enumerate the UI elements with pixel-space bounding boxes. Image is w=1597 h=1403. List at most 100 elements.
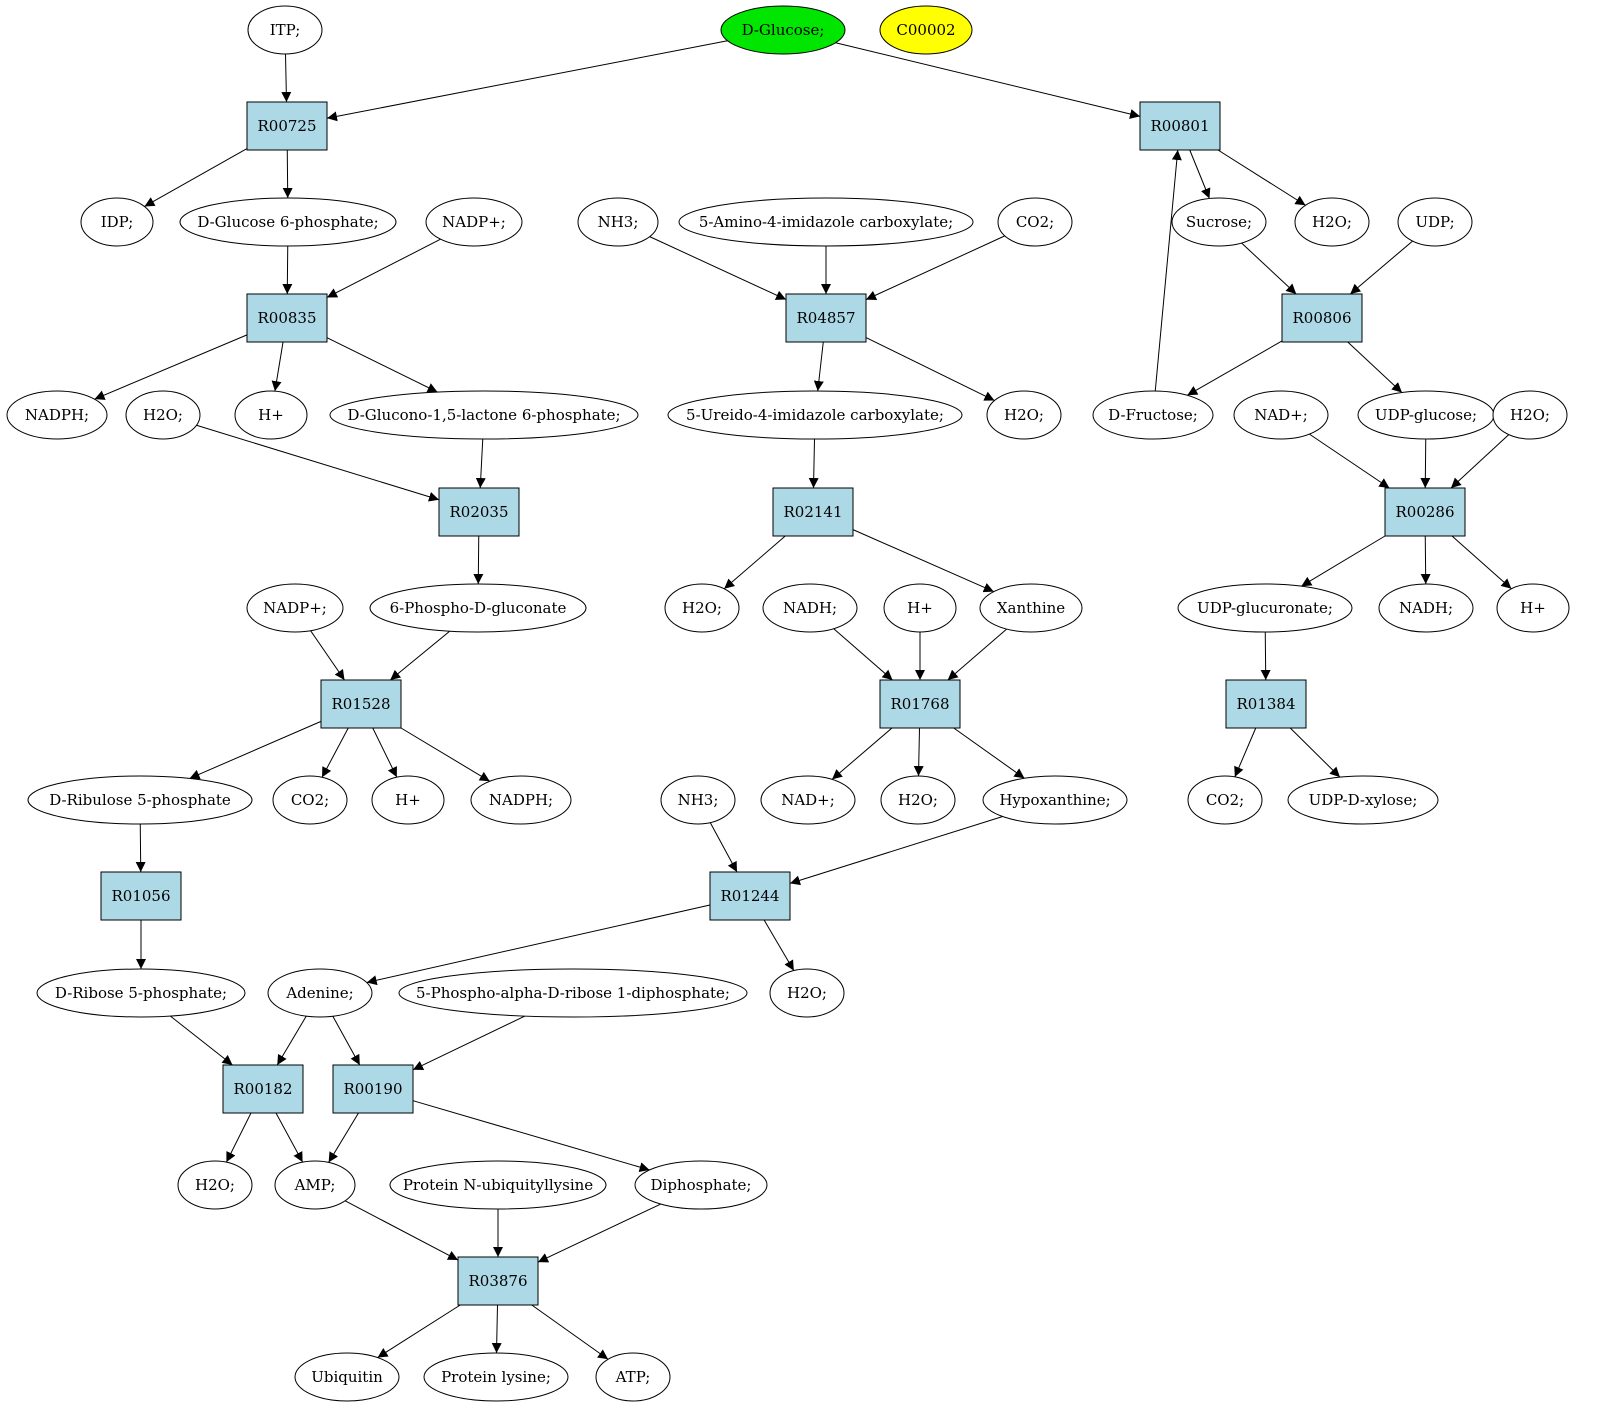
reaction-node-r-r01384[interactable]: R01384: [1225, 679, 1307, 729]
compound-node-c-ppi[interactable]: Diphosphate;: [634, 1160, 768, 1210]
compound-node-c-itp[interactable]: ITP;: [247, 5, 323, 55]
compound-node-c-nad2[interactable]: NAD+;: [760, 775, 856, 825]
compound-node-c-h2o-7[interactable]: H2O;: [769, 968, 845, 1018]
compound-node-c-co2-3[interactable]: CO2;: [1187, 775, 1263, 825]
node-label: D-Ribose 5-phosphate;: [55, 984, 227, 1002]
node-label: 6-Phospho-D-gluconate: [390, 599, 567, 617]
compound-ellipse: [1378, 583, 1474, 633]
node-label: R00190: [343, 1080, 402, 1098]
reaction-node-r-r01056[interactable]: R01056: [100, 871, 182, 921]
compound-node-c-co2-2[interactable]: CO2;: [272, 775, 348, 825]
compound-node-c-protubi[interactable]: Protein N-ubiquityllysine: [389, 1160, 607, 1210]
compound-node-c-udp[interactable]: UDP;: [1397, 197, 1473, 247]
compound-ellipse: [1492, 390, 1568, 440]
compound-ellipse: [389, 1160, 607, 1210]
compound-node-c-aica[interactable]: 5-Amino-4-imidazole carboxylate;: [678, 197, 974, 247]
compound-ellipse: [423, 1352, 569, 1402]
reaction-node-r-r00801[interactable]: R00801: [1139, 101, 1221, 151]
compound-node-c-amp[interactable]: AMP;: [274, 1160, 356, 1210]
edge-c-gl6p-to-r-r02035: [475, 438, 486, 489]
compound-node-c-xanthine[interactable]: Xanthine: [979, 583, 1083, 633]
node-label: NADH;: [783, 599, 837, 617]
reaction-node-r-r00190[interactable]: R00190: [332, 1064, 414, 1114]
reaction-node-r-r03876[interactable]: R03876: [457, 1256, 539, 1306]
compound-node-c-ru5p[interactable]: D-Ribulose 5-phosphate: [27, 775, 253, 825]
node-label: R01056: [111, 887, 170, 905]
compound-node-c-hplus4[interactable]: H+: [371, 775, 445, 825]
compound-node-c-udpglcu[interactable]: UDP-glucuronate;: [1177, 583, 1353, 633]
edge-c-h2o-2-to-r-r02035: [196, 424, 440, 502]
compound-node-c-h2o-3[interactable]: H2O;: [986, 390, 1062, 440]
node-label: R02141: [783, 503, 842, 521]
compound-node-c-udpglc[interactable]: UDP-glucose;: [1357, 390, 1495, 440]
compound-node-c-nadph2[interactable]: NADPH;: [470, 775, 572, 825]
compound-node-c-adenine[interactable]: Adenine;: [267, 968, 373, 1018]
node-label: H+: [395, 791, 421, 809]
node-label: Xanthine: [997, 599, 1065, 617]
compound-node-c-h2o-6[interactable]: H2O;: [880, 775, 956, 825]
compound-node-c-gl6p[interactable]: D-Glucono-1,5-lactone 6-phosphate;: [329, 390, 639, 440]
compound-node-c-uica[interactable]: 5-Ureido-4-imidazole carboxylate;: [667, 390, 963, 440]
reaction-node-r-r01768[interactable]: R01768: [879, 679, 961, 729]
reaction-node-r-r02141[interactable]: R02141: [772, 487, 854, 537]
compound-node-c-glucose[interactable]: D-Glucose;: [720, 5, 846, 55]
compound-node-c-hplus3[interactable]: H+: [1496, 583, 1570, 633]
compound-node-c-atp[interactable]: ATP;: [595, 1352, 671, 1402]
reaction-node-r-r01528[interactable]: R01528: [320, 679, 402, 729]
compound-node-c-g6p[interactable]: D-Glucose 6-phosphate;: [179, 197, 397, 247]
compound-node-c-nh3-1[interactable]: NH3;: [577, 197, 659, 247]
edge-c-adenine-to-r-r00190: [332, 1016, 361, 1066]
compound-node-c-fructose[interactable]: D-Fructose;: [1092, 390, 1214, 440]
compound-ellipse: [1496, 583, 1570, 633]
reaction-node-r-r00286[interactable]: R00286: [1384, 487, 1466, 537]
reaction-node-r-r00806[interactable]: R00806: [1281, 293, 1363, 343]
node-label: CO2;: [291, 791, 329, 809]
edge-r-r03876-to-c-atp: [531, 1304, 609, 1360]
compound-node-c-h2o-8[interactable]: H2O;: [177, 1160, 253, 1210]
node-label: Hypoxanthine;: [999, 791, 1110, 809]
compound-node-c-nadph1[interactable]: NADPH;: [6, 390, 108, 440]
compound-node-c-hplus1[interactable]: H+: [234, 390, 308, 440]
edge-c-6pg-to-r-r01528: [389, 630, 451, 681]
reaction-node-r-r00725[interactable]: R00725: [246, 101, 328, 151]
compound-node-c-ubiquitin[interactable]: Ubiquitin: [294, 1352, 400, 1402]
compound-node-c-hypoxanthine[interactable]: Hypoxanthine;: [982, 775, 1128, 825]
reaction-node-r-r00182[interactable]: R00182: [222, 1064, 304, 1114]
compound-ellipse: [371, 775, 445, 825]
compound-node-c-sucrose[interactable]: Sucrose;: [1171, 197, 1267, 247]
reaction-node-r-r00835[interactable]: R00835: [246, 293, 328, 343]
compound-node-c-nad1[interactable]: NAD+;: [1233, 390, 1329, 440]
reaction-box: [1139, 101, 1221, 151]
edge-r-r01768-to-c-h2o-6: [913, 727, 924, 777]
node-label: 5-Phospho-alpha-D-ribose 1-diphosphate;: [416, 984, 730, 1002]
node-label: R01244: [720, 887, 779, 905]
compound-node-c-co2-1[interactable]: CO2;: [997, 197, 1073, 247]
compound-node-c-r5p[interactable]: D-Ribose 5-phosphate;: [36, 968, 246, 1018]
compound-node-c-nadh2[interactable]: NADH;: [1378, 583, 1474, 633]
compound-node-c-prpp[interactable]: 5-Phospho-alpha-D-ribose 1-diphosphate;: [398, 968, 748, 1018]
reaction-box: [879, 679, 961, 729]
compound-node-c-h2o-4[interactable]: H2O;: [1492, 390, 1568, 440]
edge-r-r00725-to-c-idp: [144, 148, 248, 207]
compound-node-c-nadp2[interactable]: NADP+;: [246, 583, 344, 633]
reaction-node-r-r04857[interactable]: R04857: [785, 293, 867, 343]
compound-node-c-udpxyl[interactable]: UDP-D-xylose;: [1287, 775, 1439, 825]
reaction-node-r-r02035[interactable]: R02035: [438, 487, 520, 537]
reaction-node-r-r01244[interactable]: R01244: [709, 871, 791, 921]
node-label: R04857: [796, 309, 855, 327]
compound-node-c-6pg[interactable]: 6-Phospho-D-gluconate: [369, 583, 587, 633]
edge-c-prpp-to-r-r00190: [412, 1015, 526, 1071]
compound-node-c-nadp1[interactable]: NADP+;: [425, 197, 523, 247]
compound-node-c-c00002[interactable]: C00002: [879, 5, 973, 55]
compound-node-c-h2o-5[interactable]: H2O;: [664, 583, 740, 633]
node-label: Adenine;: [285, 984, 353, 1002]
compound-node-c-hplus2[interactable]: H+: [883, 583, 957, 633]
compound-ellipse: [883, 583, 957, 633]
compound-node-c-h2o-2[interactable]: H2O;: [125, 390, 201, 440]
compound-node-c-nadh1[interactable]: NADH;: [762, 583, 858, 633]
compound-node-c-idp[interactable]: IDP;: [80, 197, 154, 247]
compound-node-c-h2o-1[interactable]: H2O;: [1294, 197, 1370, 247]
compound-node-c-protlys[interactable]: Protein lysine;: [423, 1352, 569, 1402]
compound-node-c-nh3-2[interactable]: NH3;: [660, 775, 736, 825]
node-label: Sucrose;: [1186, 213, 1252, 231]
